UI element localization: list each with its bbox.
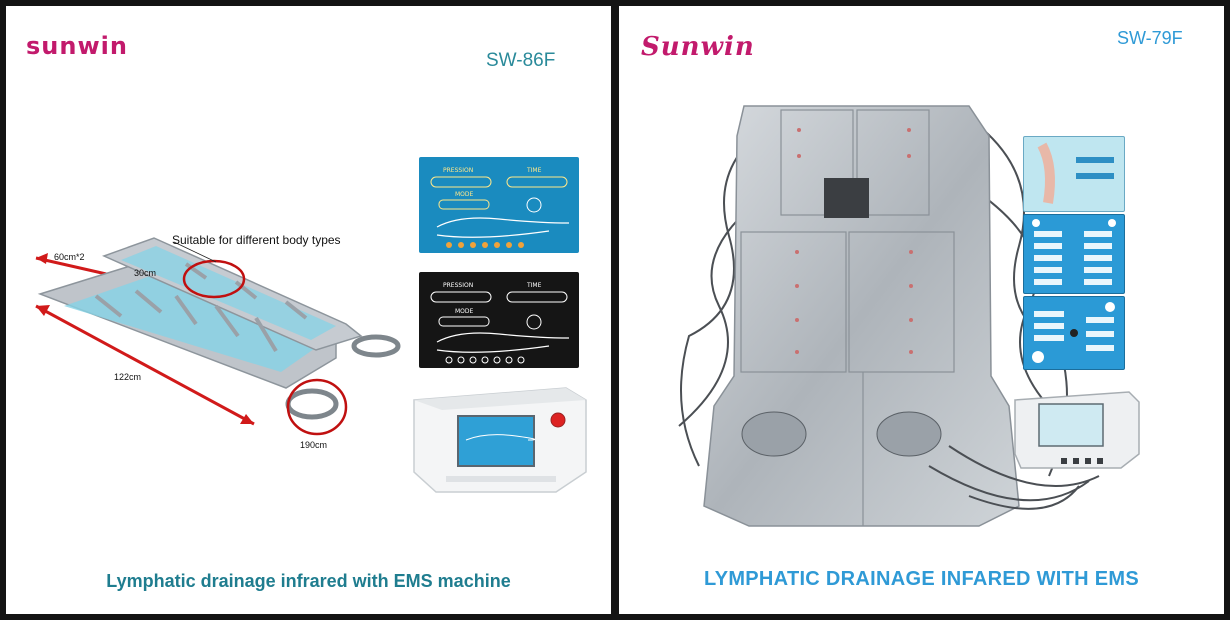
model-number: SW-86F xyxy=(486,50,556,71)
screen-graphic xyxy=(430,176,570,248)
brand-logo: sunwin xyxy=(26,32,128,60)
time-label: TIME xyxy=(527,167,542,174)
body-types-annotation: Suitable for different body types xyxy=(172,233,341,247)
dimension-length: 122cm xyxy=(114,372,142,382)
control-screen-black: PRESSION TIME MODE xyxy=(419,272,579,368)
display-panel-settings xyxy=(1023,296,1125,370)
display-panel-body-image xyxy=(1023,136,1125,212)
pressotherapy-machine-image xyxy=(413,387,587,493)
product-caption: Lymphatic drainage infrared with EMS mac… xyxy=(106,571,511,591)
product-caption: LYMPHATIC DRAINAGE INFARED WITH EMS xyxy=(704,568,1139,590)
body-silhouette-graphic xyxy=(1037,142,1114,204)
settings-graphic xyxy=(1032,302,1115,363)
control-screen-blue: PRESSION TIME MODE xyxy=(419,157,579,253)
left-product-panel: sunwin SW-86F xyxy=(6,6,611,614)
dimension-cuff: 30cm xyxy=(134,268,157,278)
pression-label: PRESSION xyxy=(443,167,474,174)
pressotherapy-legs-image xyxy=(35,237,401,436)
dimension-waist: 190cm xyxy=(300,440,328,450)
brand-logo: Sunwin xyxy=(641,32,755,62)
mode-label: MODE xyxy=(455,308,474,315)
pressotherapy-suit-image xyxy=(678,105,1100,527)
time-label: TIME xyxy=(527,282,542,289)
dimension-width: 60cm*2 xyxy=(54,252,85,262)
model-number: SW-79F xyxy=(1117,28,1183,48)
menu-buttons-graphic xyxy=(1032,219,1116,285)
screen-graphic xyxy=(430,291,570,364)
mode-label: MODE xyxy=(455,191,474,198)
right-product-panel: Sunwin SW-79F xyxy=(619,6,1224,614)
display-panel-mode-menu xyxy=(1023,214,1125,294)
pression-label: PRESSION xyxy=(443,282,474,289)
control-unit-image xyxy=(1014,391,1140,469)
